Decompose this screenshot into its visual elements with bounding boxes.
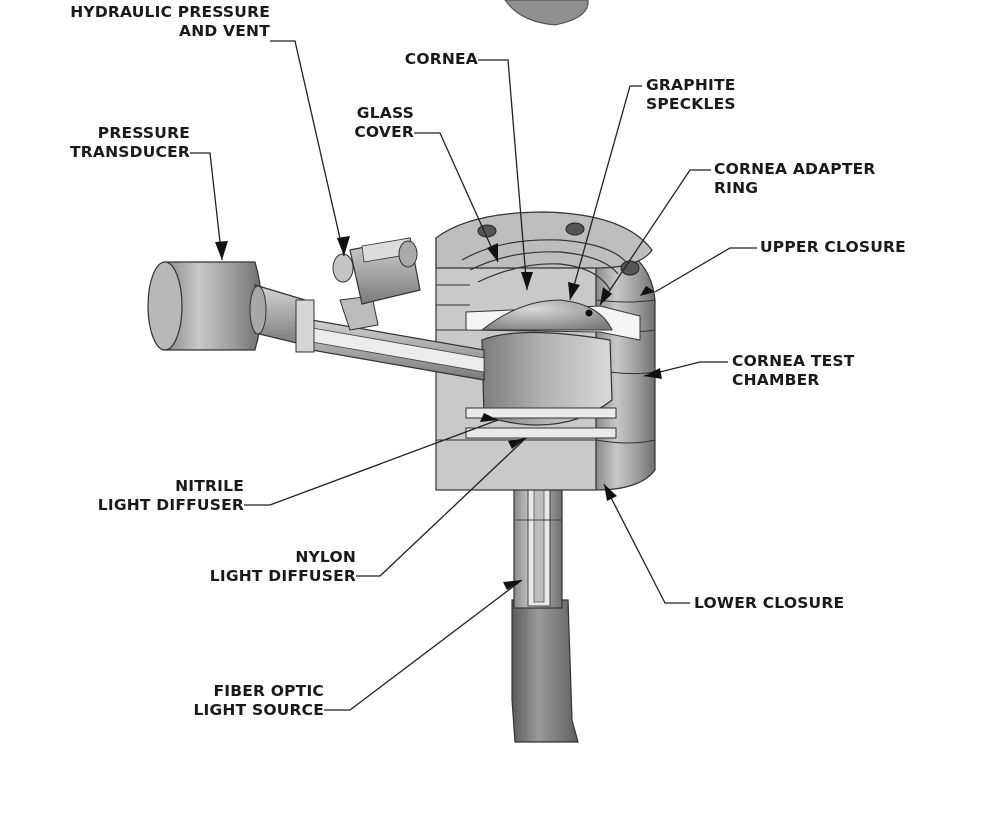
fiber-optic-cable bbox=[511, 599, 579, 743]
label-lower-closure: LOWER CLOSURE bbox=[694, 594, 845, 612]
leader-hydraulic bbox=[270, 40, 345, 257]
leader-fiber-optic bbox=[324, 579, 523, 711]
hydraulic-fitting bbox=[332, 237, 421, 331]
leader-graphite bbox=[569, 85, 642, 301]
leader-nylon bbox=[356, 437, 527, 577]
chamber-body bbox=[435, 211, 656, 491]
leader-test-chamber bbox=[643, 361, 728, 377]
leader-adapter-ring bbox=[599, 169, 711, 306]
leader-glass-cover bbox=[414, 132, 499, 263]
arrowheads bbox=[215, 236, 662, 590]
leader-cornea bbox=[478, 59, 528, 291]
pressure-transducer-body bbox=[147, 261, 315, 353]
leader-lines bbox=[190, 40, 757, 711]
leader-upper-closure bbox=[654, 247, 757, 293]
leader-nitrile bbox=[244, 419, 499, 506]
side-port-pipe bbox=[299, 317, 485, 381]
top-blob-shape bbox=[504, 0, 589, 26]
label-upper-closure: UPPER CLOSURE bbox=[760, 238, 906, 256]
leader-lower-closure bbox=[603, 483, 690, 604]
label-cornea: CORNEA bbox=[404, 50, 478, 68]
leader-pressure-transducer bbox=[190, 152, 223, 261]
